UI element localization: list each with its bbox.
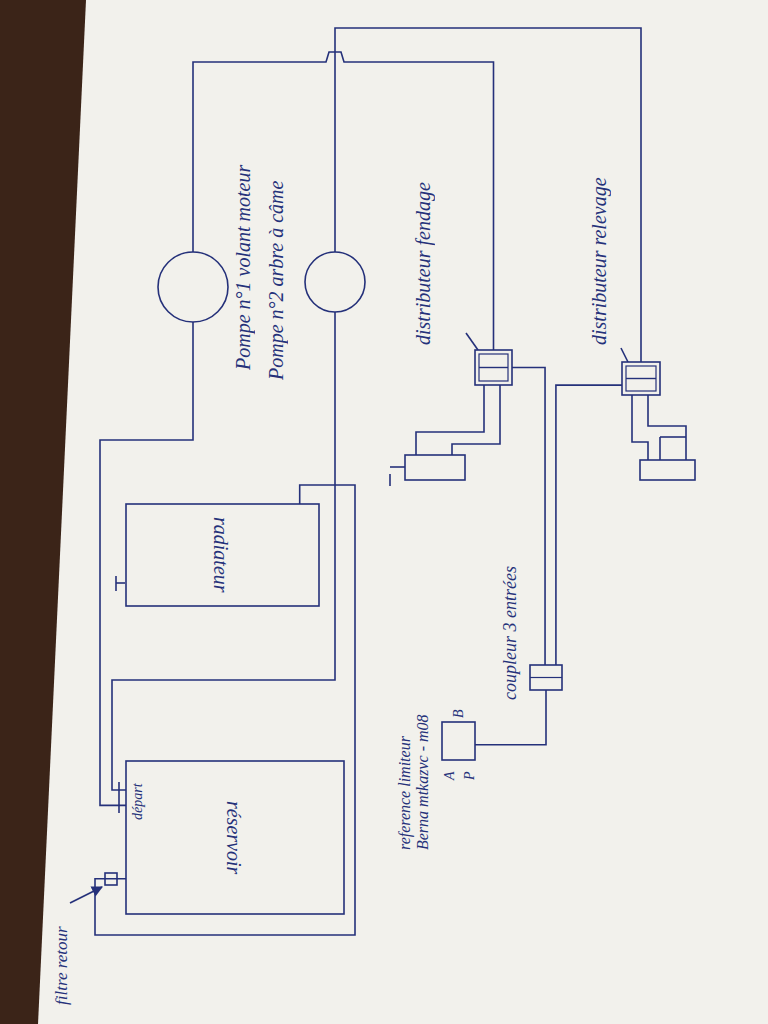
- pin-name: P: [462, 764, 478, 780]
- hose-line: [632, 395, 648, 460]
- cylinder-rod: [659, 437, 661, 460]
- block-outline: [475, 350, 512, 385]
- coupler-block: coupleur 3 entrées: [495, 540, 567, 705]
- cylinder-rod: [660, 436, 686, 438]
- radiator-box: radiateur: [125, 503, 320, 607]
- hydraulic-line: [112, 312, 335, 790]
- cylinder-rod: [390, 466, 405, 468]
- hose-line: [648, 395, 686, 460]
- node-label: reference limiteur Berna mtkazvc - m08: [396, 700, 433, 850]
- valve-divider: [479, 367, 508, 368]
- pin-name: B: [451, 700, 467, 718]
- paper-sheet: [38, 0, 768, 1024]
- block-outline: [530, 665, 562, 690]
- port-stub: [116, 582, 125, 584]
- node-label: radiateur: [209, 517, 232, 593]
- valve-block: distributeur fendage: [405, 92, 517, 387]
- node-label: distributeur fendage: [412, 95, 435, 345]
- pump-outline: [305, 252, 365, 312]
- port-stub: [115, 576, 117, 591]
- pump-circle: Pompe n°2 arbre à câme: [262, 92, 370, 382]
- component-label: filtre retour: [52, 905, 72, 1005]
- box-outline: [126, 761, 344, 914]
- node-label: Pompe n°1 volant moteur: [232, 95, 255, 370]
- node-label: coupleur 3 entrées: [500, 545, 521, 700]
- port-label: départ: [130, 765, 146, 820]
- valve-cell: [479, 354, 508, 381]
- hydraulic-line: [556, 385, 622, 665]
- leader-arrow: [70, 887, 102, 903]
- block-outline: [442, 722, 475, 760]
- hydraulic-line: [100, 322, 193, 805]
- hydraulic-cylinder: [405, 455, 465, 480]
- valve-block: distributeur relevage: [582, 80, 667, 398]
- valve-lever: [621, 348, 628, 362]
- valve-cell: [626, 366, 656, 391]
- hydraulic-line: [335, 28, 641, 362]
- coupler-divider: [530, 677, 562, 678]
- hydraulic-line: [95, 485, 355, 935]
- hydraulic-cylinder: [640, 460, 695, 480]
- pump-outline: [158, 252, 228, 322]
- hose-line: [452, 385, 500, 455]
- valve-divider: [626, 378, 656, 379]
- pin-name: A: [442, 764, 458, 780]
- tank-box: réservoir: [125, 760, 345, 915]
- node-label: réservoir: [222, 801, 245, 874]
- node-label: distributeur relevage: [588, 85, 611, 345]
- pump-circle: Pompe n°1 volant moteur: [155, 92, 260, 374]
- valve-lever: [466, 333, 478, 350]
- cylinder-rod: [389, 474, 391, 486]
- block-outline: [622, 362, 660, 395]
- port-stub: [118, 782, 120, 813]
- box-outline: [126, 504, 319, 606]
- node-label: Pompe n°2 arbre à câme: [265, 95, 288, 380]
